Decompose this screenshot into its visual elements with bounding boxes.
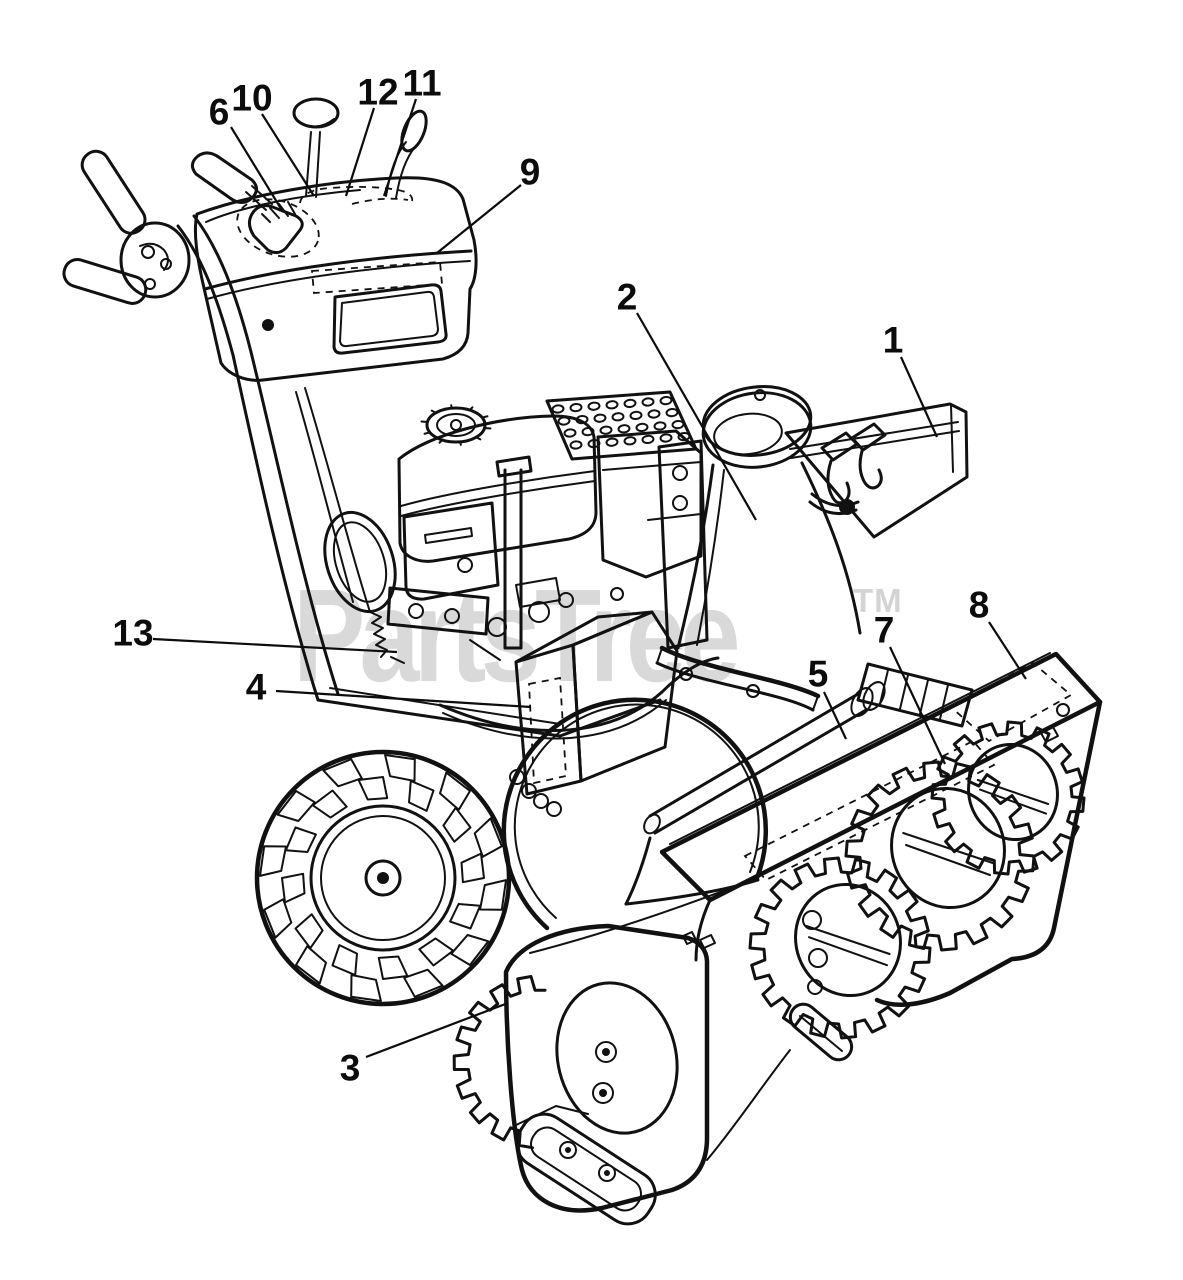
handle-grip-upper [80, 149, 147, 235]
leader-line-13 [152, 637, 398, 654]
leader-lines [152, 98, 1027, 1059]
oil-dipstick [495, 455, 533, 650]
leader-line-12 [344, 107, 376, 197]
callout-label-10: 10 [231, 77, 273, 119]
callout-label-8: 8 [968, 584, 990, 626]
leader-line-4 [275, 689, 532, 709]
deflector-hand-grips [820, 422, 887, 505]
callout-label-13: 13 [112, 612, 154, 654]
auger-housing-left [503, 923, 791, 1213]
watermark-tm-mark: TM [853, 582, 903, 619]
chute-support-bracket [657, 439, 709, 650]
belt-cover [514, 587, 679, 796]
engine [386, 390, 720, 796]
auger-housing-side [694, 699, 1103, 1007]
leader-line-10 [261, 113, 315, 197]
decal-4-outline [528, 676, 567, 785]
callout-label-9: 9 [519, 151, 541, 193]
leader-line-8 [988, 621, 1027, 680]
decal-12-outline [299, 185, 414, 204]
engine-block [596, 429, 703, 579]
wheel-hub [309, 804, 457, 952]
drive-cable [438, 656, 720, 732]
callout-label-6: 6 [208, 91, 230, 133]
skid-shoe [513, 1105, 657, 1226]
fuel-tank [397, 414, 598, 563]
callout-label-5: 5 [807, 653, 829, 695]
callout-label-12: 12 [357, 71, 399, 113]
fuel-cap [420, 404, 492, 446]
leader-line-11 [382, 98, 418, 197]
auger-flights [452, 720, 1086, 1150]
control-cables [295, 387, 405, 664]
cable-spring [369, 611, 388, 658]
deflector-control-lever [191, 151, 273, 211]
leader-line-6 [230, 126, 284, 213]
leader-line-7 [889, 646, 946, 765]
decal-8-outline [949, 661, 1073, 743]
callout-label-1: 1 [882, 319, 904, 361]
discharge-chute [655, 385, 862, 712]
handle-grip-lower [62, 258, 148, 305]
callout-label-2: 2 [616, 276, 638, 318]
leader-line-1 [899, 356, 939, 438]
handle-hub [119, 221, 191, 299]
carburetor [469, 577, 574, 661]
callout-label-3: 3 [339, 1047, 361, 1089]
callout-label-7: 7 [873, 609, 895, 651]
leader-line-3 [365, 1001, 509, 1059]
leader-line-9 [436, 184, 522, 254]
left-wheel [254, 749, 512, 1007]
auger-shaft [643, 662, 974, 835]
decal-7-outline [743, 739, 996, 882]
callout-label-11: 11 [402, 62, 442, 104]
recoil-starter [323, 510, 397, 614]
decal-11-outline [351, 197, 409, 205]
throttle-quadrant [236, 198, 320, 258]
chute-deflector [784, 402, 969, 539]
auger-gearbox [788, 910, 854, 1062]
leader-line-2 [636, 312, 757, 521]
console-decal-strip [311, 261, 443, 294]
handlebar [62, 149, 340, 702]
tire-treads [259, 754, 507, 1002]
muffler-heat-shield [545, 390, 698, 461]
spline-section [856, 662, 974, 728]
control-console [193, 176, 478, 382]
leader-line-5 [823, 691, 847, 740]
console-window [332, 283, 448, 355]
side-plate [555, 981, 679, 1135]
callout-label-4: 4 [245, 666, 267, 708]
